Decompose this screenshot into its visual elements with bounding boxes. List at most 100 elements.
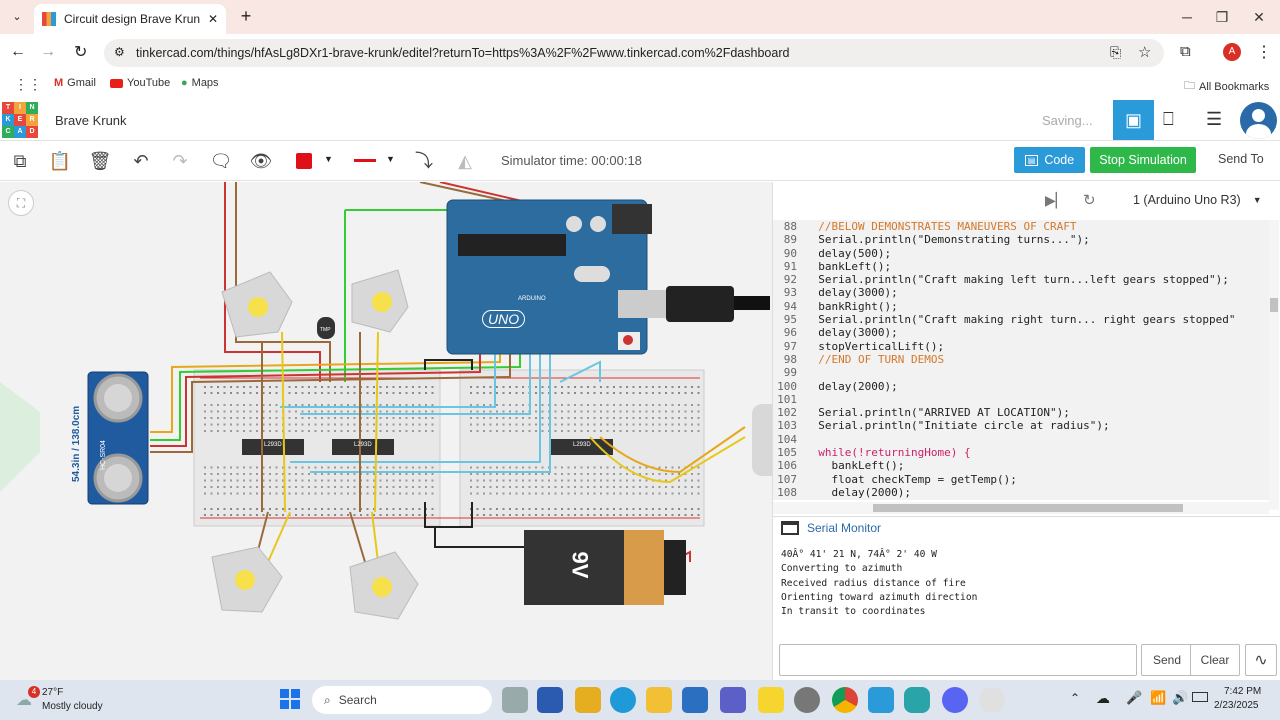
reload-icon[interactable]: ↻ bbox=[74, 44, 88, 61]
undo-icon[interactable]: ↶ bbox=[133, 151, 149, 171]
fit-view-icon[interactable]: ⛶ bbox=[8, 190, 34, 216]
site-info-icon[interactable]: ⚙ bbox=[114, 45, 125, 59]
serial-send-button[interactable]: Send bbox=[1141, 644, 1193, 676]
notes-icon[interactable]: 🗨 bbox=[209, 151, 233, 171]
bookmark-youtube[interactable]: YouTube bbox=[110, 77, 170, 89]
code-line[interactable]: 92 Serial.println("Craft making left tur… bbox=[773, 273, 1273, 286]
onedrive-icon[interactable]: ☁ bbox=[1096, 690, 1110, 706]
url-field[interactable]: ⚙ tinkercad.com/things/hfAsLg8DXr1-brave… bbox=[104, 39, 1164, 67]
component-list-icon[interactable]: ☰ bbox=[1206, 109, 1223, 129]
code-line[interactable]: 96 delay(3000); bbox=[773, 326, 1273, 339]
back-icon[interactable]: ← bbox=[10, 43, 26, 60]
circuit-view-button[interactable]: ▣ bbox=[1113, 100, 1154, 140]
code-line[interactable]: 89 Serial.println("Demonstrating turns..… bbox=[773, 233, 1273, 246]
step-play-icon[interactable]: ▶▏ bbox=[1045, 192, 1067, 208]
battery-icon[interactable] bbox=[1192, 692, 1208, 702]
minimize-icon[interactable]: ─ bbox=[1182, 9, 1192, 25]
task-view-icon[interactable] bbox=[502, 687, 528, 713]
paste-icon[interactable]: 📋 bbox=[48, 151, 72, 171]
forward-icon[interactable]: → bbox=[40, 43, 56, 60]
stop-simulation-button[interactable]: Stop Simulation bbox=[1090, 147, 1196, 173]
serial-monitor-header[interactable]: Serial Monitor bbox=[773, 516, 1280, 538]
code-line[interactable]: 91 bankLeft(); bbox=[773, 260, 1273, 273]
paint-icon[interactable] bbox=[682, 687, 708, 713]
code-line[interactable]: 99 bbox=[773, 366, 1273, 379]
tab-active[interactable]: Circuit design Brave Krunk - Tin ✕ bbox=[34, 4, 226, 34]
code-editor[interactable]: 88 //BELOW DEMONSTRATES MANEUVERS OF CRA… bbox=[773, 220, 1273, 500]
weather-widget[interactable]: ☁ 4 27°F Mostly cloudy bbox=[14, 684, 124, 716]
code-line[interactable]: 88 //BELOW DEMONSTRATES MANEUVERS OF CRA… bbox=[773, 220, 1273, 233]
code-line[interactable]: 101 bbox=[773, 393, 1273, 406]
code-horizontal-scrollbar[interactable] bbox=[773, 502, 1269, 514]
menu-kebab-icon[interactable]: ⋮ bbox=[1256, 44, 1272, 61]
code-line[interactable]: 93 delay(3000); bbox=[773, 286, 1273, 299]
wifi-icon[interactable]: 📶 bbox=[1150, 690, 1167, 705]
volume-icon[interactable]: 🔊 bbox=[1172, 690, 1189, 705]
serial-clear-button[interactable]: Clear bbox=[1190, 644, 1240, 676]
code-line[interactable]: 106 bankLeft(); bbox=[773, 459, 1273, 472]
clock-date[interactable]: 2/23/2025 bbox=[1214, 700, 1259, 711]
maximize-icon[interactable]: ❐ bbox=[1215, 9, 1229, 25]
store-icon[interactable] bbox=[575, 687, 601, 713]
project-name[interactable]: Brave Krunk bbox=[55, 113, 127, 128]
notepad-icon[interactable] bbox=[868, 687, 894, 713]
word-icon[interactable] bbox=[537, 687, 563, 713]
chevron-down-icon[interactable]: ▼ bbox=[324, 154, 333, 164]
start-button[interactable] bbox=[280, 689, 300, 709]
extensions-icon[interactable]: ⧉ bbox=[1180, 43, 1191, 60]
serial-input[interactable] bbox=[779, 644, 1137, 676]
schematic-view-icon[interactable]: ⎕ bbox=[1163, 109, 1174, 129]
code-line[interactable]: 98 //END OF TURN DEMOS bbox=[773, 353, 1273, 366]
send-to-button[interactable]: Send To bbox=[1218, 152, 1264, 166]
user-avatar-icon[interactable] bbox=[1240, 102, 1277, 139]
microphone-icon[interactable]: 🎤 bbox=[1126, 690, 1143, 705]
close-window-icon[interactable]: ✕ bbox=[1253, 9, 1265, 25]
profile-avatar[interactable]: A bbox=[1223, 43, 1241, 61]
code-vertical-scrollbar[interactable] bbox=[1269, 220, 1279, 510]
settings-icon[interactable] bbox=[794, 687, 820, 713]
app-icon[interactable] bbox=[979, 687, 1005, 713]
bookmark-star-icon[interactable]: ☆ bbox=[1138, 44, 1152, 61]
chrome-icon[interactable] bbox=[832, 687, 858, 713]
restart-icon[interactable]: ↻ bbox=[1083, 192, 1096, 209]
code-line[interactable]: 97 stopVerticalLift(); bbox=[773, 340, 1273, 353]
code-line[interactable]: 107 float checkTemp = getTemp(); bbox=[773, 473, 1273, 486]
flip-icon[interactable]: ◭ bbox=[458, 151, 472, 171]
bookmark-maps[interactable]: ● Maps bbox=[181, 77, 219, 89]
wire-color-picker[interactable] bbox=[296, 153, 312, 169]
wire-type-picker[interactable] bbox=[354, 159, 376, 162]
install-app-icon[interactable]: ⎘ bbox=[1110, 44, 1122, 60]
bookmark-gmail[interactable]: M Gmail bbox=[54, 77, 96, 89]
close-tab-icon[interactable]: ✕ bbox=[207, 12, 218, 26]
delete-icon[interactable]: 🗑 bbox=[88, 151, 112, 171]
clock-time[interactable]: 7:42 PM bbox=[1224, 686, 1262, 697]
serial-graph-icon[interactable]: ∿ bbox=[1245, 644, 1277, 676]
code-line[interactable]: 105 while(!returningHome) { bbox=[773, 446, 1273, 459]
circuit-canvas[interactable]: ⛶ bbox=[0, 182, 772, 680]
code-line[interactable]: 90 delay(500); bbox=[773, 247, 1273, 260]
code-line[interactable]: 108 delay(2000); bbox=[773, 486, 1273, 499]
discord-icon[interactable] bbox=[942, 687, 968, 713]
snipping-tool-icon[interactable] bbox=[904, 687, 930, 713]
copy-icon[interactable]: ⧉ bbox=[13, 151, 27, 171]
teams-icon[interactable] bbox=[720, 687, 746, 713]
code-line[interactable]: 94 bankRight(); bbox=[773, 300, 1273, 313]
code-line[interactable]: 103 Serial.println("Initiate circle at r… bbox=[773, 419, 1273, 432]
new-tab-button[interactable]: + bbox=[240, 6, 252, 26]
code-line[interactable]: 104 bbox=[773, 433, 1273, 446]
chevron-down-icon[interactable]: ▼ bbox=[386, 154, 395, 164]
notes-visibility-icon[interactable]: 👁 bbox=[249, 151, 273, 171]
code-line[interactable]: 95 Serial.println("Craft making right tu… bbox=[773, 313, 1273, 326]
sticky-notes-icon[interactable] bbox=[758, 687, 784, 713]
all-bookmarks[interactable]: 🗀 All Bookmarks bbox=[1184, 77, 1269, 96]
code-line[interactable]: 109 bbox=[773, 499, 1273, 500]
redo-icon[interactable]: ↷ bbox=[172, 151, 188, 171]
edge-icon[interactable] bbox=[610, 687, 636, 713]
tab-list-icon[interactable]: ⌄ bbox=[12, 11, 22, 23]
code-line[interactable]: 102 Serial.println("ARRIVED AT LOCATION"… bbox=[773, 406, 1273, 419]
taskbar-search[interactable]: ⌕ Search bbox=[312, 686, 492, 714]
apps-grid-icon[interactable]: ⋮⋮ bbox=[14, 76, 42, 92]
file-explorer-icon[interactable] bbox=[646, 687, 672, 713]
code-button[interactable]: ▤ Code bbox=[1014, 147, 1085, 173]
